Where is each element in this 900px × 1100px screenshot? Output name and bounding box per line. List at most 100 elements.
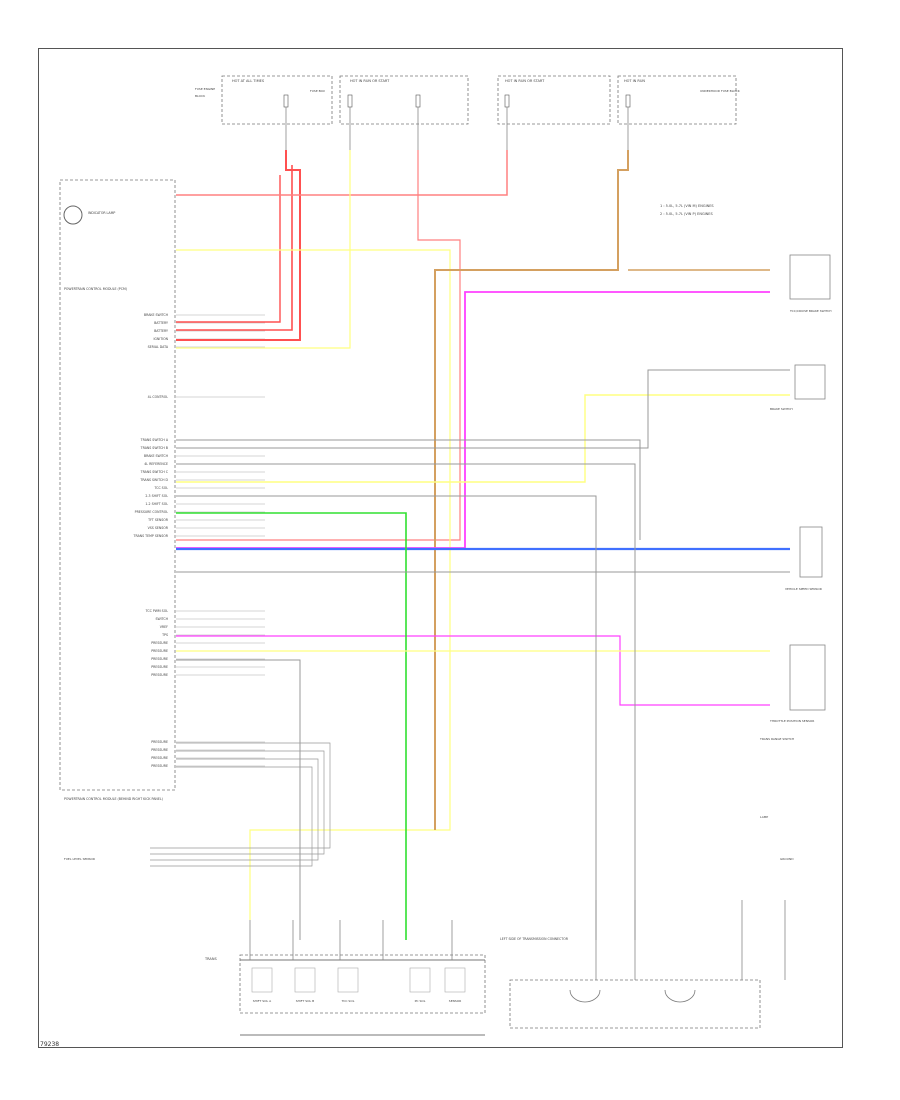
wire-gray-3 bbox=[176, 495, 597, 940]
pin-label: PRESSURE bbox=[151, 673, 168, 677]
fuse-label: HOT AT ALL TIMES bbox=[232, 79, 265, 83]
pin-label: TRANS SWITCH B bbox=[140, 446, 168, 450]
legend-note-1: 1 : 5.0L, 5.7L (VIN M) ENGINES bbox=[660, 204, 714, 208]
fuse-block-all-times bbox=[221, 75, 333, 125]
pin-label: PRESSURE bbox=[151, 740, 168, 744]
wire-pressure bbox=[150, 758, 319, 861]
wire-gray-4 bbox=[176, 463, 636, 940]
fuse-symbol bbox=[625, 94, 631, 108]
pin-label: BATTERY bbox=[154, 321, 168, 325]
tcc-switch-label: TCC/CRUISE BRAKE SWITCH bbox=[789, 309, 832, 313]
tps-box bbox=[789, 644, 826, 711]
vss-box bbox=[799, 526, 823, 578]
fuse-symbol bbox=[347, 94, 353, 108]
indicator-lamp-icon bbox=[63, 205, 83, 225]
wire-orange bbox=[434, 150, 629, 830]
fuse-symbol bbox=[504, 94, 510, 108]
fuse-block-run-start bbox=[339, 75, 469, 125]
solenoid-box bbox=[294, 967, 316, 993]
wire-pink-lamp bbox=[176, 150, 508, 196]
legend-note-2: 2 : 5.0L, 5.7L (VIN P) ENGINES bbox=[660, 212, 714, 216]
solenoid-box bbox=[337, 967, 359, 993]
tcc-switch-box bbox=[789, 254, 831, 300]
fuse-label: HOT IN RUN OR START bbox=[505, 79, 545, 83]
fuse-label: HOT IN RUN bbox=[624, 79, 645, 83]
pin-label: PRESSURE bbox=[151, 665, 168, 669]
pin-label: TPS bbox=[161, 633, 168, 637]
fuse-label: FUSE BOX bbox=[310, 89, 325, 93]
pin-label: TCC PWM SOL bbox=[145, 609, 169, 613]
pin-label: BRAKE SWITCH bbox=[144, 313, 169, 317]
ground-label: GROUND bbox=[780, 857, 794, 861]
solenoid-label: SENSOR bbox=[449, 999, 461, 1003]
fuse-symbol bbox=[283, 94, 289, 108]
pin-label: 2-3 SHIFT SOL bbox=[145, 494, 168, 498]
wire-gray-6 bbox=[176, 659, 301, 940]
diagram-frame bbox=[38, 48, 843, 1048]
wire-yellow-ign bbox=[176, 150, 351, 349]
solenoid-box bbox=[251, 967, 273, 993]
wire-yellow-2 bbox=[176, 249, 451, 920]
pin-label: PRESSURE bbox=[151, 649, 168, 653]
connector-arc bbox=[569, 989, 601, 1003]
lamp-label: LAMP bbox=[760, 815, 768, 819]
wire-yellow-3 bbox=[176, 394, 790, 483]
pin-label: TRANS SWITCH D bbox=[139, 478, 168, 482]
trans-range-label: TRANS RANGE SWITCH bbox=[759, 737, 794, 741]
wire-green bbox=[176, 512, 407, 940]
wire-red-3 bbox=[176, 175, 281, 323]
indicator-lamp-label: INDICATOR LAMP bbox=[88, 211, 115, 215]
pin-label: TRANS SWITCH A bbox=[140, 438, 169, 442]
wire-pressure bbox=[150, 766, 313, 867]
connector-arc bbox=[664, 989, 696, 1003]
fuse-block-run-start-2 bbox=[497, 75, 611, 125]
pin-label: SWITCH bbox=[156, 617, 169, 621]
fuse-label: HOT IN RUN OR START bbox=[350, 79, 390, 83]
fuel-sensor-label: FUEL LEVEL SENSOR bbox=[64, 857, 95, 861]
wire-red-2 bbox=[176, 165, 293, 331]
pin-label: PRESSURE bbox=[151, 764, 168, 768]
fuse-label: UNDERHOOD FUSE BLOCK bbox=[700, 89, 741, 93]
pin-label: PRESSURE bbox=[151, 756, 168, 760]
fuse-label: FUSE ENGINE bbox=[195, 87, 215, 91]
solenoid-box bbox=[444, 967, 466, 993]
brake-switch-label: BRAKE SWITCH bbox=[770, 407, 793, 411]
connector-label: LEFT SIDE OF TRANSMISSION CONNECTOR bbox=[500, 937, 569, 941]
pin-label: 4L CONTROL bbox=[148, 395, 169, 399]
pin-label: 4L REFERENCE bbox=[144, 462, 168, 466]
pcm-box bbox=[59, 179, 176, 791]
pin-label: TRANS SWITCH C bbox=[140, 470, 169, 474]
wire-pressure bbox=[150, 750, 325, 855]
pin-label: VREF bbox=[160, 625, 168, 629]
pin-label: 1-2 SHIFT SOL bbox=[145, 502, 168, 506]
fuse-block-run bbox=[617, 75, 737, 125]
pin-label: TRANS TEMP SENSOR bbox=[133, 534, 169, 538]
connector-box bbox=[509, 979, 761, 1029]
wire-red-1 bbox=[176, 150, 301, 341]
fuse-label: BLOCK bbox=[195, 94, 206, 98]
pin-label: VSS SENSOR bbox=[148, 526, 169, 530]
tps-label: THROTTLE POSITION SENSOR bbox=[769, 719, 814, 723]
solenoid-label: TCC SOL bbox=[341, 999, 355, 1003]
solenoid-label: PC SOL bbox=[415, 999, 426, 1003]
wire-pressure bbox=[150, 742, 331, 849]
solenoid-label: SHIFT SOL B bbox=[296, 999, 314, 1003]
pin-label: TCC SOL bbox=[153, 486, 168, 490]
wire-magenta-2 bbox=[176, 635, 770, 706]
pcm-bottom-label: POWERTRAIN CONTROL MODULE (BEHIND RIGHT … bbox=[64, 797, 163, 801]
solenoid-box bbox=[409, 967, 431, 993]
image-code: 79238 bbox=[40, 1041, 60, 1048]
pin-label: PRESSURE CONTROL bbox=[135, 510, 169, 514]
trans-box bbox=[239, 954, 486, 1014]
brake-switch-box bbox=[794, 364, 826, 400]
fuse-symbol bbox=[415, 94, 421, 108]
vss-label: VEHICLE SPEED SENSOR bbox=[785, 587, 822, 591]
wire-gray-2 bbox=[176, 369, 790, 449]
pcm-label: POWERTRAIN CONTROL MODULE (PCM) bbox=[64, 287, 127, 291]
wire-pink-2 bbox=[176, 150, 461, 541]
pin-label: BRAKE SWITCH bbox=[144, 454, 169, 458]
pin-label: SERIAL DATA bbox=[148, 345, 169, 349]
pin-label: PRESSURE bbox=[151, 657, 168, 661]
pin-label: IGNITION bbox=[153, 337, 168, 341]
